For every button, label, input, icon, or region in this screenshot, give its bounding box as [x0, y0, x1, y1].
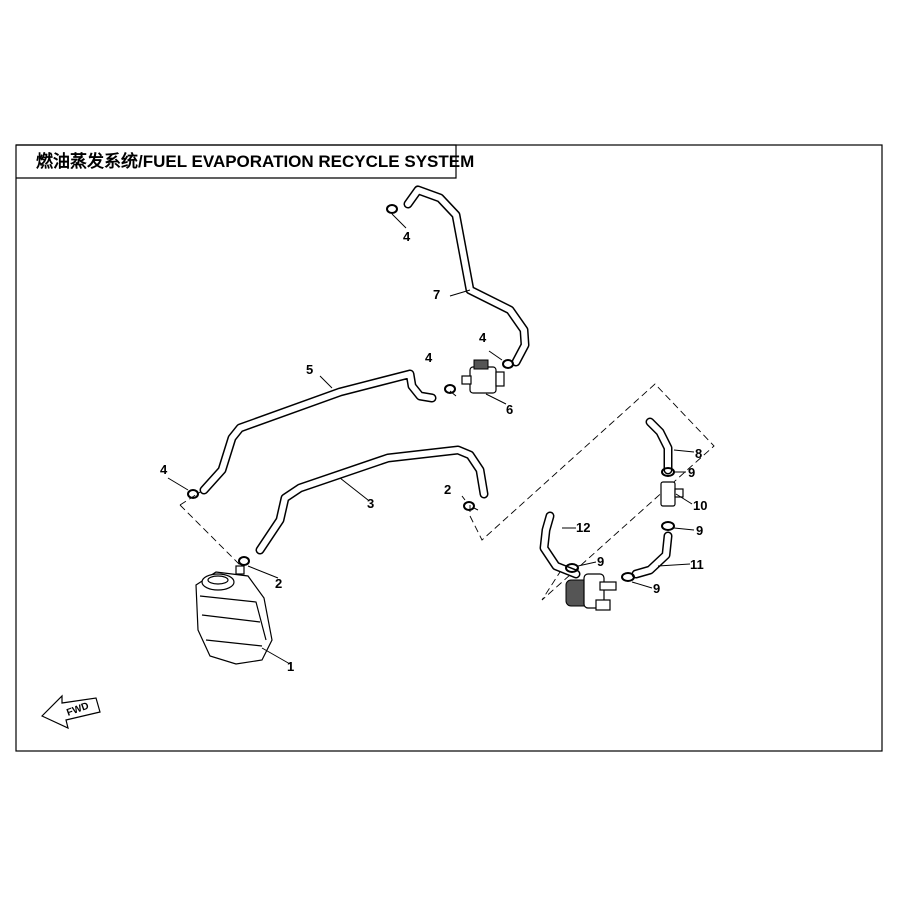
dashed-group-right: [469, 383, 715, 601]
page-title: 燃油蒸发系统/FUEL EVAPORATION RECYCLE SYSTEM: [36, 151, 474, 171]
fwd-arrow: FWD: [40, 694, 101, 730]
callout-5: 5: [306, 362, 313, 377]
callout-9d: 9: [653, 581, 660, 596]
hose-5: [199, 369, 437, 495]
clamp-2a: [238, 556, 250, 566]
title-box: 燃油蒸发系统/FUEL EVAPORATION RECYCLE SYSTEM: [16, 144, 474, 179]
callout-2b: 2: [444, 482, 451, 497]
callout-4c: 4: [479, 330, 487, 345]
callout-6: 6: [506, 402, 513, 417]
callout-9a: 9: [688, 465, 695, 480]
callout-3: 3: [367, 496, 374, 511]
callout-1: 1: [287, 659, 294, 674]
clamp-9c: [565, 563, 579, 573]
hose-12: [539, 511, 581, 579]
callout-7: 7: [433, 287, 440, 302]
clamp-4c: [502, 359, 514, 369]
hose-3: [255, 445, 489, 555]
callout-4a: 4: [403, 229, 411, 244]
clamp-4d: [187, 489, 199, 499]
canister-filter-6: [461, 359, 505, 394]
clamp-9b: [661, 521, 675, 531]
callout-4d: 4: [160, 462, 168, 477]
clamp-2b: [463, 501, 475, 511]
callout-9c: 9: [597, 554, 604, 569]
callout-10: 10: [693, 498, 707, 513]
purge-solenoid-valve: [565, 573, 617, 611]
callout-2a: 2: [275, 576, 282, 591]
connector-10: [660, 481, 684, 507]
hose-7: [403, 185, 530, 367]
clamp-4b: [444, 384, 456, 394]
clamp-4a: [386, 204, 398, 214]
callout-12: 12: [576, 520, 590, 535]
fuel-tank-1: [195, 565, 273, 665]
dashed-group-left: [179, 488, 471, 569]
leader-lines: [167, 213, 695, 665]
callout-9b: 9: [696, 523, 703, 538]
callout-4b: 4: [425, 350, 433, 365]
hose-11: [631, 531, 673, 579]
hose-8: [645, 417, 673, 475]
callout-11: 11: [690, 557, 704, 572]
callout-8: 8: [695, 446, 702, 461]
clamp-9d: [621, 572, 635, 582]
